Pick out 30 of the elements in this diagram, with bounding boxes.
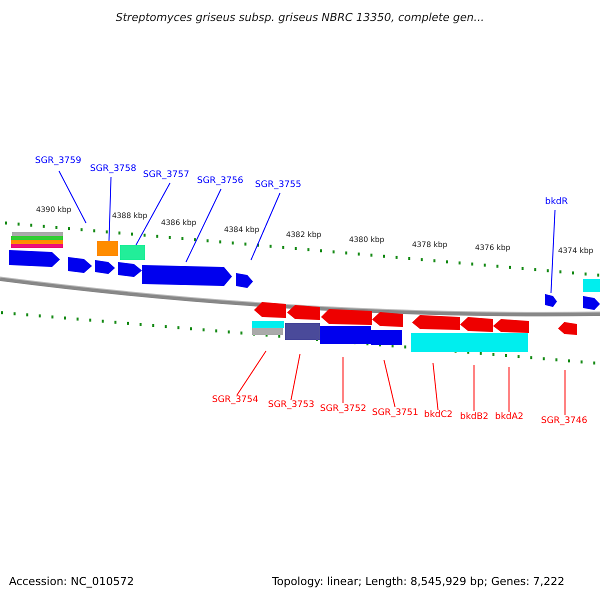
gene-label: SGR_3755 — [255, 181, 302, 190]
leader-line — [250, 192, 280, 260]
leader-line — [384, 360, 396, 408]
leader-line — [342, 356, 344, 404]
gene-label: SGR_3757 — [143, 171, 190, 180]
leader-line — [564, 370, 566, 416]
chart-title: Streptomyces griseus subsp. griseus NBRC 13350, complete gen... — [114, 12, 486, 23]
gene-label: SGR_3756 — [197, 177, 244, 186]
gene-label: SGR_3751 — [372, 409, 418, 418]
gene-label: bkdB2 — [460, 413, 489, 422]
info-text: Topology: linear; Length: 8,545,929 bp; Genes: 7,222 — [272, 576, 565, 587]
gene-label: SGR_3758 — [90, 165, 136, 174]
gene-label: bkdR — [545, 198, 568, 207]
leader-line — [508, 366, 510, 412]
gene-label: SGR_3752 — [320, 405, 366, 414]
leader-line — [186, 188, 222, 262]
gene-label: bkdC2 — [424, 411, 453, 420]
gene-label: SGR_3753 — [268, 401, 314, 410]
gene-label: SGR_3746 — [541, 417, 588, 426]
leader-line — [432, 362, 438, 410]
gene-label: SGR_3759 — [35, 157, 82, 166]
leader-line — [550, 210, 556, 294]
leader-line — [290, 354, 300, 400]
leader-line — [136, 182, 170, 246]
leader-line — [58, 170, 86, 224]
leader-line — [108, 176, 112, 242]
leader-line — [236, 350, 266, 396]
gene-label: bkdA2 — [495, 413, 524, 422]
info-text: Accession: NC_010572 — [9, 576, 134, 587]
gene-label: SGR_3754 — [212, 396, 258, 405]
